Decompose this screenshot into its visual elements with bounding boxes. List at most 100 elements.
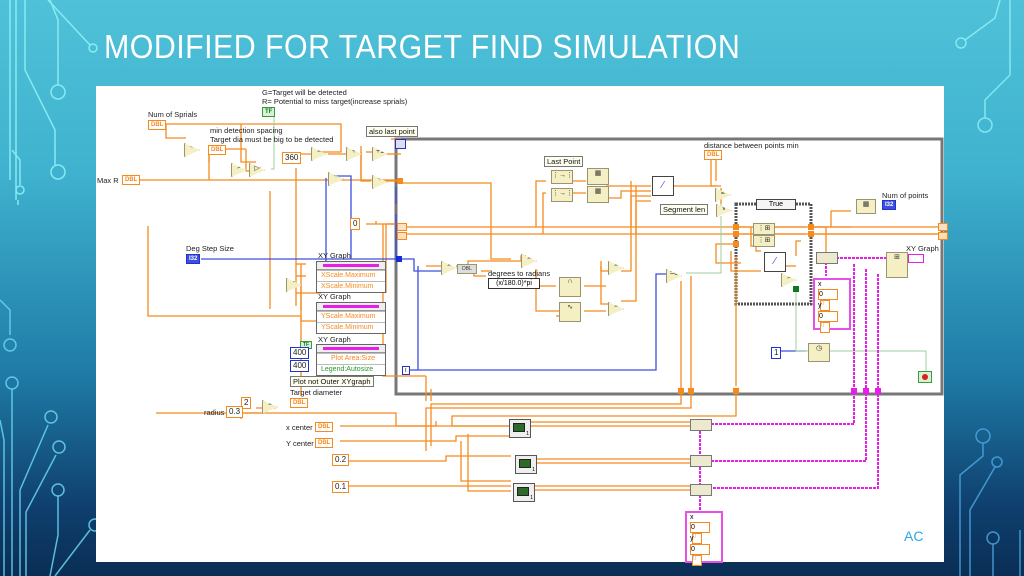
loop-count-terminal <box>395 139 406 149</box>
constant-400-height[interactable]: 400 <box>290 360 310 372</box>
radius-constant[interactable]: 0.3 <box>226 406 244 418</box>
xscale-property-node[interactable]: XScale.Maximum XScale.Minimum <box>316 261 386 293</box>
deg-step-label: Deg Step Size <box>186 244 234 253</box>
loop-cluster-x-label: x <box>818 281 822 288</box>
constant-2[interactable]: 2 <box>241 397 252 409</box>
min-detection-indicator: DBL <box>208 145 227 155</box>
num-spirals-control[interactable]: DBL <box>148 120 167 130</box>
draw-circle-subvi-1[interactable]: 1 <box>509 419 531 438</box>
xy-cluster-constant-loop[interactable]: x 00 y 00 <box>813 278 851 333</box>
xscale-max-property: XScale.Maximum <box>317 270 385 281</box>
build-array-node-1: ⋮⊞ <box>753 223 775 235</box>
array-index-node-2: ⋮→⋮ <box>551 188 573 202</box>
constant-0-array[interactable]: 0 <box>350 218 361 230</box>
bundle-node-3 <box>690 484 712 496</box>
x-center-control[interactable]: DBL <box>315 422 334 432</box>
deg-to-rad-label: degrees to radians <box>488 269 551 278</box>
shift-register-right-2 <box>938 232 948 240</box>
xy-graph-label-4: XY Graph <box>906 244 939 253</box>
shift-register-2 <box>397 232 407 240</box>
legend-red-note: R= Potential to miss target(increase spr… <box>262 97 408 106</box>
cosine-node: ∩ <box>559 277 581 297</box>
shift-register-1 <box>397 223 407 231</box>
bundle-node-loop <box>816 252 838 264</box>
y-center-label: Y center <box>286 439 314 448</box>
last-point-comment: Last Point <box>544 156 584 167</box>
loop-cluster-x-index: 0 <box>820 300 830 311</box>
segment-length-subvi[interactable]: ⁄ <box>652 176 674 196</box>
build-array-node-2: ⋮⊞ <box>753 235 775 247</box>
xy-graph-indicator <box>908 254 924 263</box>
cluster-y-index: 0 <box>692 555 702 566</box>
legend-green-note: G=Target will be detected <box>262 88 347 97</box>
loop-cluster-y-label: y <box>818 302 822 309</box>
yscale-property-node[interactable]: YScale.Maximum YScale.Minimum <box>316 302 386 334</box>
xy-graph-label-3: XY Graph <box>318 335 351 344</box>
loop-cluster-x-value[interactable]: 0 <box>818 289 838 300</box>
constant-400-width[interactable]: 400 <box>290 347 310 359</box>
xy-graph-label-1: XY Graph <box>318 251 351 260</box>
while-loop-frame <box>394 137 944 396</box>
xscale-min-property: XScale.Minimum <box>317 281 385 292</box>
target-diameter-indicator: DBL <box>290 398 309 408</box>
draw-circle-subvi-3[interactable]: 1 <box>513 483 535 502</box>
bundle-node-1 <box>690 419 712 431</box>
xy-cluster-constant-bottom[interactable]: x 00 y 00 <box>685 511 723 566</box>
stop-condition-terminal <box>918 371 932 383</box>
segment-len-comment: Segment len <box>660 204 709 215</box>
slide-title: MODIFIED FOR TARGET FIND SIMULATION <box>104 28 741 65</box>
plot-area-property-node[interactable]: Plot Area:Size Legend:Autosize <box>316 344 386 376</box>
distance-min-label: distance between points min <box>704 141 799 150</box>
array-size-node-2: ▦ <box>587 186 609 203</box>
target-detect-indicator: TF <box>262 107 276 117</box>
plot-area-size-property: Plot Area:Size <box>317 353 385 364</box>
stop-icon <box>922 374 928 380</box>
shift-register-right-1 <box>938 223 948 231</box>
min-detection-label: min detection spacing <box>210 126 283 135</box>
radius-label: radius <box>204 408 225 417</box>
cluster-x-value[interactable]: 0 <box>690 522 710 533</box>
target-diameter-label: Target diameter <box>290 388 343 397</box>
iteration-terminal: i <box>402 366 410 375</box>
num-spirals-label: Num of Sprials <box>148 110 198 119</box>
formula-node[interactable]: (x/180.0)*pi <box>488 278 540 289</box>
to-double-node: DBL <box>457 264 477 274</box>
segment-length-subvi-2[interactable]: ⁄ <box>764 252 786 272</box>
xy-graph-label-2: XY Graph <box>318 292 351 301</box>
y-center-control[interactable]: DBL <box>315 438 334 448</box>
loop-cluster-y-index: 0 <box>820 322 830 333</box>
array-index-node-1: ⋮→⋮ <box>551 170 573 184</box>
draw-circle-subvi-2[interactable]: 1 <box>515 455 537 474</box>
distance-min-control[interactable]: DBL <box>704 150 723 160</box>
cluster-y-value[interactable]: 0 <box>690 544 710 555</box>
array-size-node-3: ▦ <box>856 199 876 214</box>
plot-not-outer-comment: Plot not Outer XYgraph <box>290 376 374 387</box>
constant-360[interactable]: 360 <box>282 152 302 164</box>
num-points-indicator: I32 <box>882 200 897 210</box>
constant-0-2[interactable]: 0.2 <box>332 454 350 466</box>
max-r-label: Max R <box>97 176 119 185</box>
loop-cluster-y-value[interactable]: 0 <box>818 311 838 322</box>
constant-1[interactable]: 1 <box>771 347 782 359</box>
array-size-node-1: ▦ <box>587 168 609 185</box>
cluster-x-label: x <box>690 514 694 521</box>
max-r-control[interactable]: DBL <box>122 175 141 185</box>
num-points-label: Num of points <box>882 191 929 200</box>
also-last-point-comment: also last point <box>366 126 418 137</box>
author-mark: AC <box>904 528 924 544</box>
block-diagram: Num of Sprials DBL Max R DBL min detecti… <box>96 86 948 566</box>
deg-step-control[interactable]: I32 <box>186 254 201 264</box>
x-center-label: x center <box>286 423 313 432</box>
yscale-min-property: YScale.Minimum <box>317 322 385 333</box>
case-selector[interactable]: True <box>756 199 796 210</box>
cluster-x-index: 0 <box>692 533 702 544</box>
yscale-max-property: YScale.Maximum <box>317 311 385 322</box>
cluster-y-label: y <box>690 535 694 542</box>
bundle-node-2 <box>690 455 712 467</box>
constant-0-1[interactable]: 0.1 <box>332 481 350 493</box>
target-dia-note: Target dia must be big to be detected <box>210 135 334 144</box>
wait-ms-node: ◷ <box>808 343 830 362</box>
sine-node: ∿ <box>559 302 581 322</box>
build-array-node-graph: ⊞ <box>886 252 908 278</box>
